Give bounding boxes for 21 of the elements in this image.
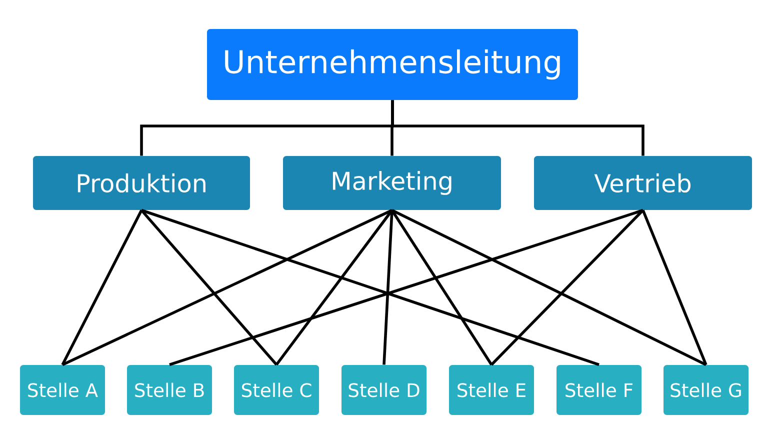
connector-line (490, 209, 644, 366)
connector-line (391, 100, 644, 156)
department-box: Produktion (33, 156, 250, 210)
connector-line (391, 209, 707, 366)
connector-line (642, 210, 708, 366)
position-box: Stelle B (127, 365, 212, 415)
connector-line (61, 210, 143, 366)
position-box: Stelle A (20, 365, 105, 415)
position-box: Stelle E (449, 365, 534, 415)
position-box: Stelle C (234, 365, 319, 415)
leadership-box: Unternehmensleitung (207, 29, 578, 100)
connector-line (140, 209, 278, 366)
connector-line (275, 209, 394, 366)
position-box: Stelle F (556, 365, 642, 415)
connector-line (62, 209, 393, 366)
department-box: Vertrieb (534, 156, 752, 210)
connector-line (390, 210, 493, 366)
connector-line (382, 210, 394, 365)
position-box: Stelle D (342, 365, 426, 415)
position-box: Stelle G (664, 365, 748, 415)
department-box: Marketing (283, 156, 501, 210)
